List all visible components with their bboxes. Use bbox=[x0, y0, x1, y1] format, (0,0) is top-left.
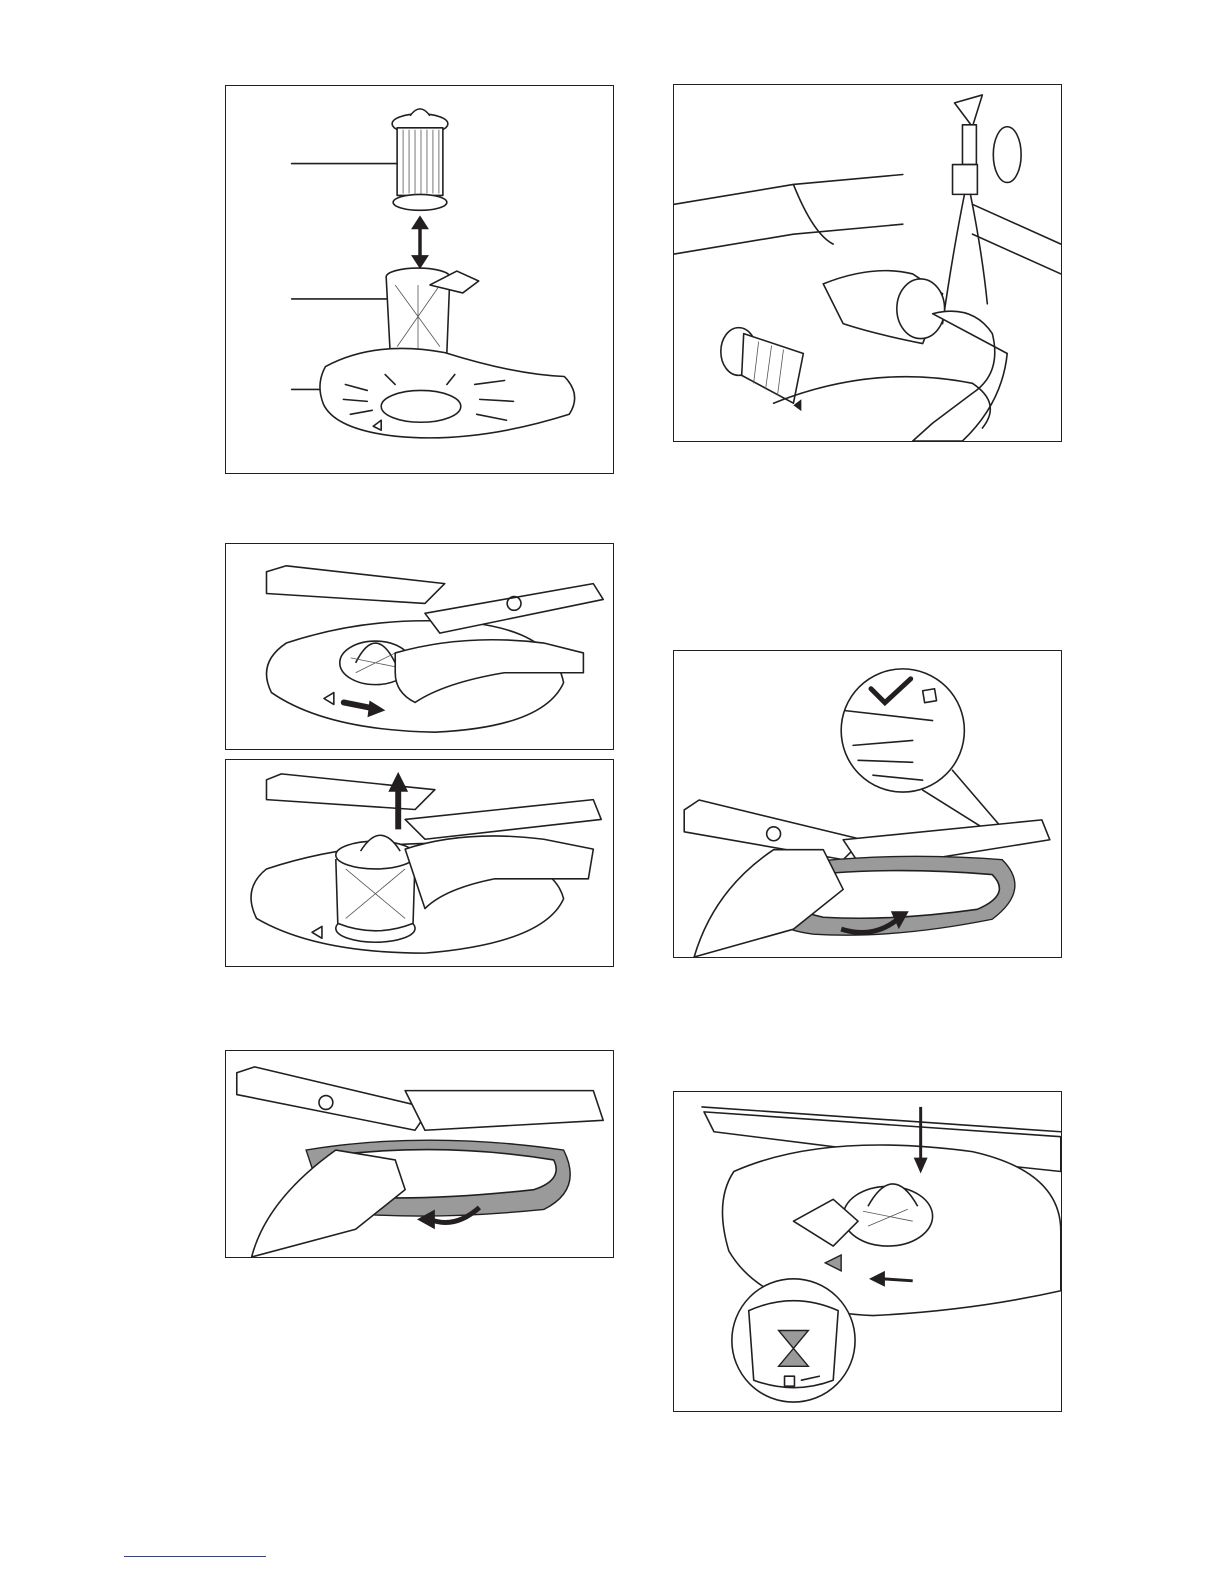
spray-arm-upper bbox=[266, 774, 434, 810]
coarse-filter-on-sink bbox=[721, 328, 804, 404]
detail-magnifier bbox=[841, 669, 1012, 840]
lock-icon bbox=[785, 1376, 795, 1386]
hands-with-filter bbox=[823, 271, 1007, 441]
figure-remove-flat-filter bbox=[225, 1050, 614, 1258]
remove-flat-filter-illustration bbox=[226, 1051, 613, 1257]
spray-arm-lower bbox=[405, 800, 601, 840]
tap bbox=[953, 95, 1022, 194]
spray-arm-lower bbox=[405, 1091, 603, 1131]
fine-filter bbox=[336, 835, 415, 931]
spray-arm-upper bbox=[266, 566, 444, 604]
flat-filter bbox=[320, 348, 575, 437]
water-stream bbox=[943, 194, 988, 323]
hand bbox=[252, 1150, 406, 1257]
spray-arm-upper bbox=[237, 1067, 430, 1130]
rinse-filters-illustration bbox=[674, 85, 1061, 441]
coarse-filter bbox=[392, 109, 448, 210]
figure-rinse-filters bbox=[673, 84, 1062, 442]
filter-assembly-illustration bbox=[226, 86, 613, 473]
lock-detail-magnifier bbox=[732, 1279, 855, 1402]
figure-lock-filter bbox=[673, 1091, 1062, 1412]
lock-filter-illustration bbox=[674, 1092, 1061, 1411]
hand bbox=[694, 850, 843, 957]
figure-filter-assembly bbox=[225, 85, 614, 474]
fine-filter bbox=[386, 268, 479, 359]
figure-lift-filter bbox=[225, 759, 614, 967]
turn-filter-illustration bbox=[226, 544, 613, 749]
lift-filter-illustration bbox=[226, 760, 613, 966]
spray-arm-lower bbox=[425, 584, 603, 634]
figure-check-flat-filter bbox=[673, 650, 1062, 958]
figure-turn-filter bbox=[225, 543, 614, 750]
footer-rule bbox=[124, 1556, 266, 1557]
check-flat-filter-illustration bbox=[674, 651, 1061, 957]
double-arrow-icon bbox=[411, 215, 429, 269]
